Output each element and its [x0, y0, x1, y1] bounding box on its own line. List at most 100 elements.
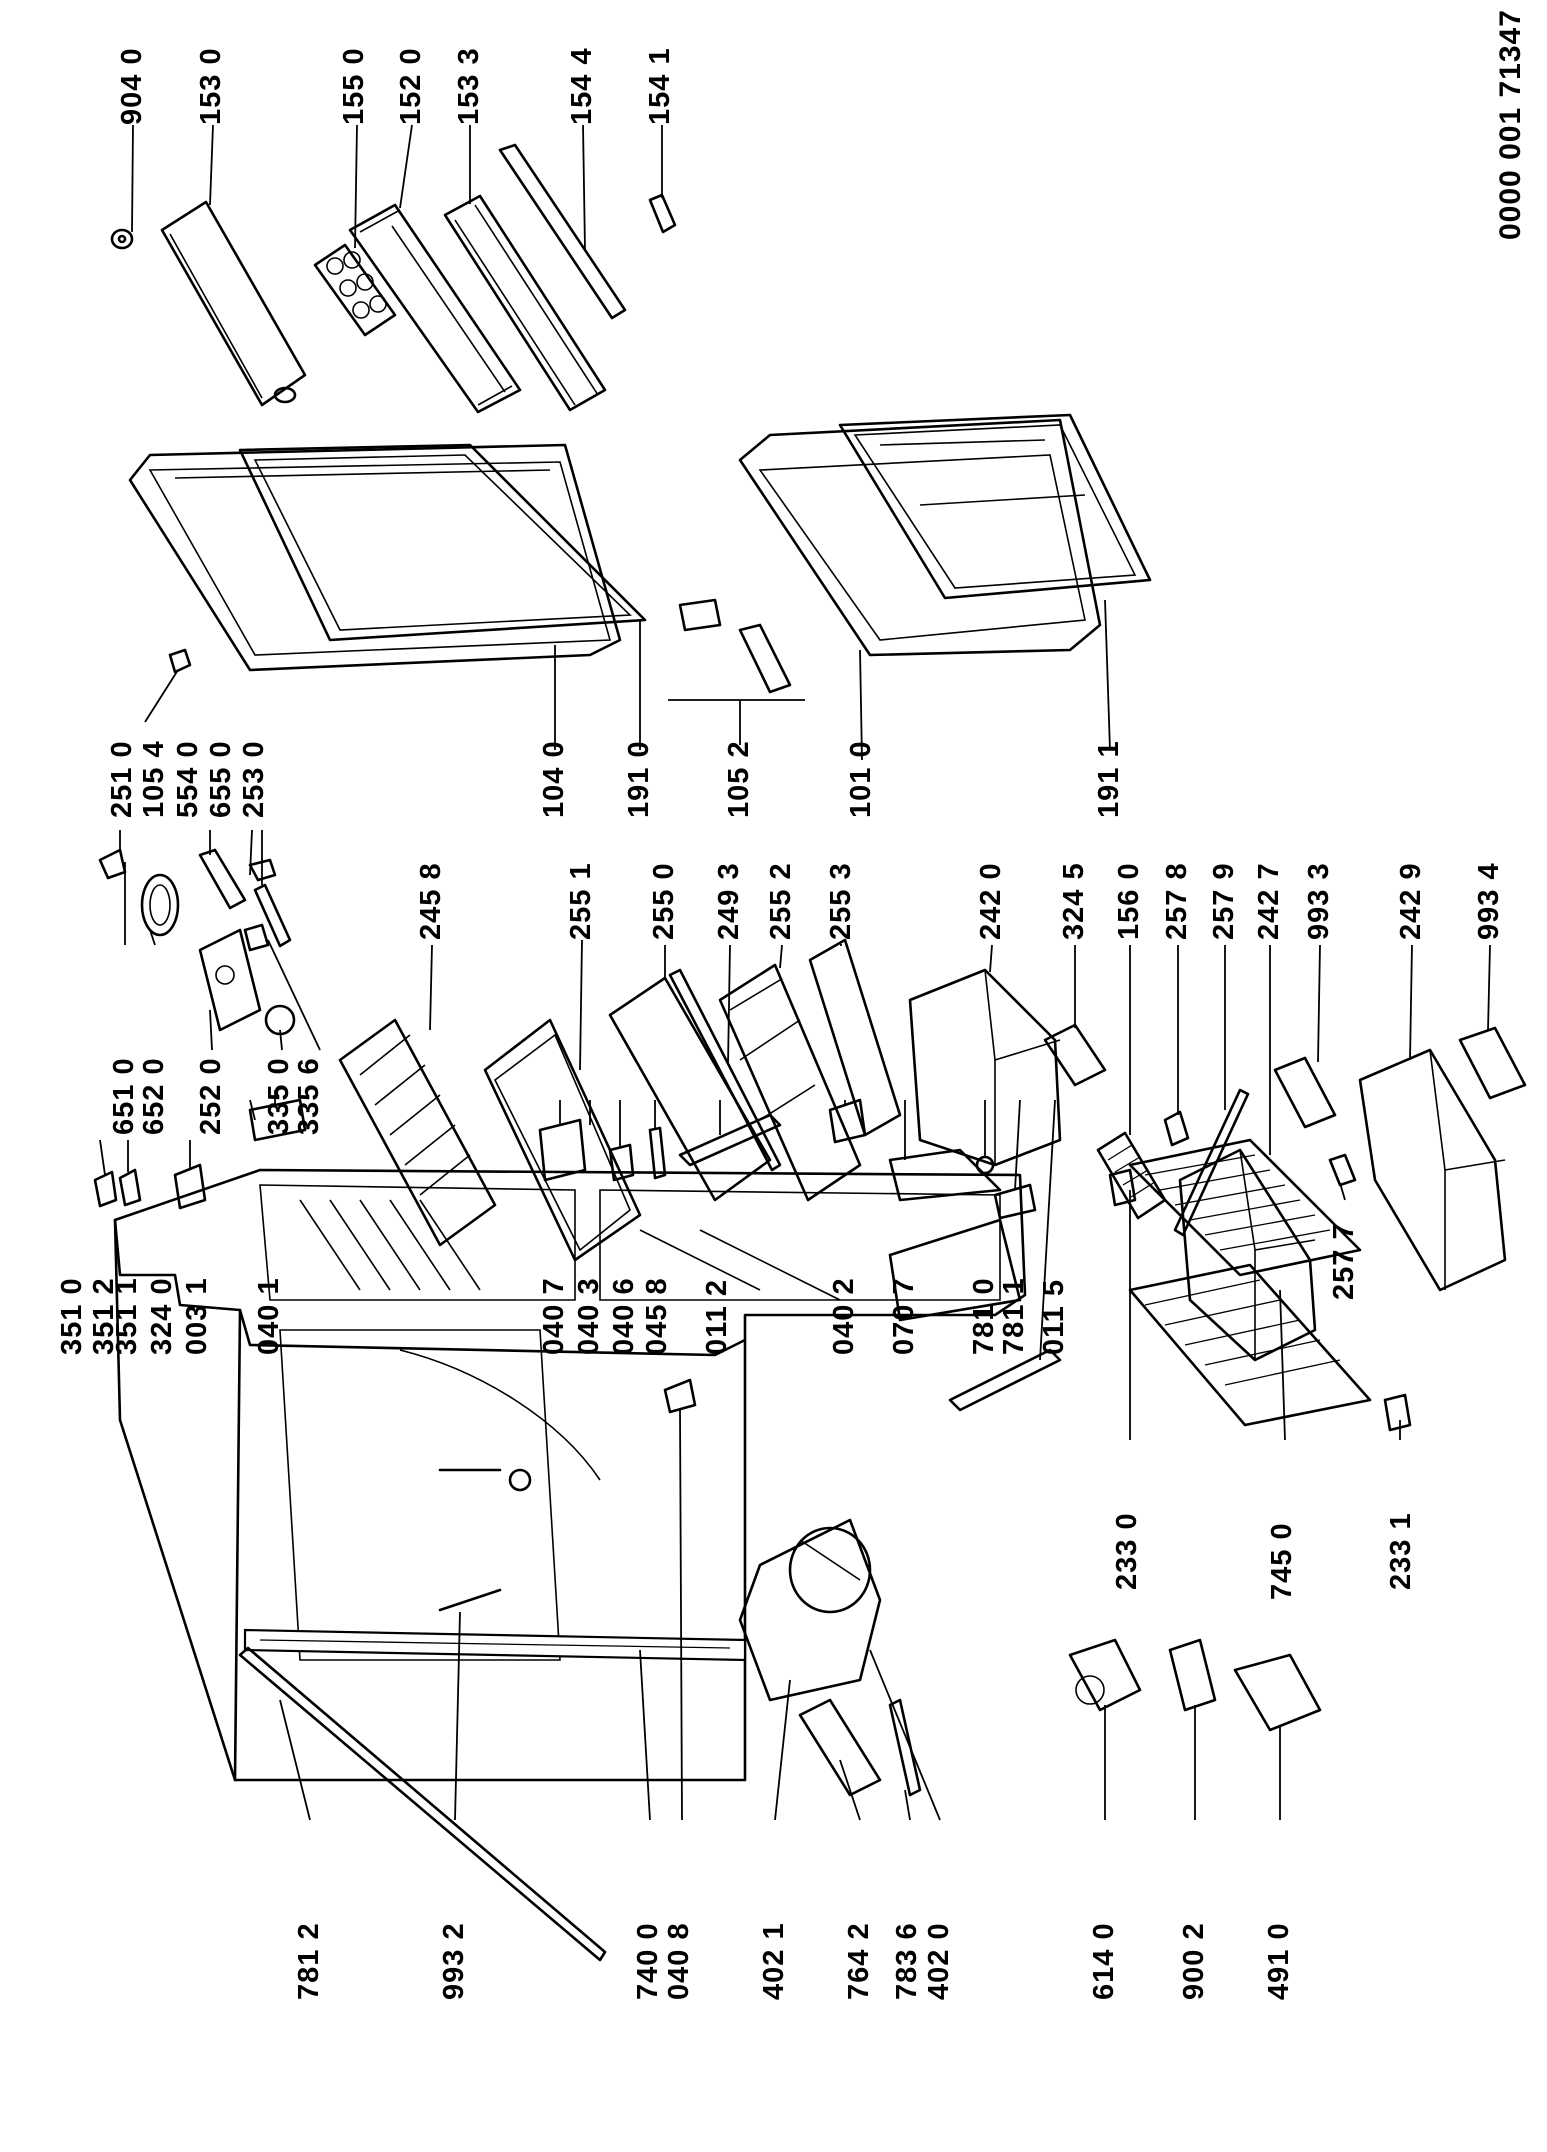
part-191-upper-gasket — [238, 443, 647, 750]
label-155-0: 155 0 — [338, 47, 370, 125]
label-255-1: 255 1 — [565, 862, 597, 940]
part-155-egg-tray — [313, 124, 397, 337]
part-191-1-lower-gasket — [838, 413, 1152, 751]
part-242-7-drawer — [1178, 945, 1317, 1362]
label-040-6: 040 6 — [608, 1277, 640, 1355]
label-655-0: 655 0 — [205, 740, 237, 818]
label-402-1: 402 1 — [758, 1922, 790, 2000]
part-154-4-rod — [498, 124, 627, 320]
part-904-cap — [110, 124, 134, 250]
part-255-3-glass-cover — [808, 938, 902, 1137]
label-154-4: 154 4 — [566, 47, 598, 125]
label-255-0: 255 0 — [648, 862, 680, 940]
part-compressor — [738, 1518, 941, 1821]
label-993-2: 993 2 — [438, 1922, 470, 2000]
label-105-2: 105 2 — [723, 740, 755, 818]
label-257-7: 257 7 — [1328, 1222, 1360, 1300]
part-cabinet — [113, 1168, 1027, 1782]
label-257-9: 257 9 — [1208, 862, 1240, 940]
label-993-3: 993 3 — [1303, 862, 1335, 940]
label-351-0: 351 0 — [56, 1277, 88, 1355]
label-153-3: 153 3 — [453, 47, 485, 125]
label-251-0: 251 0 — [106, 740, 138, 818]
label-233-0: 233 0 — [1111, 1512, 1143, 1590]
label-402-0: 402 0 — [923, 1922, 955, 2000]
label-242-7: 242 7 — [1253, 862, 1285, 940]
label-040-7: 040 7 — [538, 1277, 570, 1355]
part-255-1-glass-shelf — [483, 939, 642, 1262]
label-614-0: 614 0 — [1088, 1922, 1120, 2000]
label-904-0: 904 0 — [116, 47, 148, 125]
part-764-2-drier — [798, 1698, 882, 1821]
label-154-1: 154 1 — [644, 47, 676, 125]
label-740-0: 740 0 — [632, 1922, 664, 2000]
label-252-0: 252 0 — [195, 1057, 227, 1135]
label-242-9: 242 9 — [1395, 862, 1427, 940]
part-101-lower-door — [738, 418, 1102, 761]
part-257-8-clip — [1163, 945, 1190, 1147]
part-255-0-glass-plate — [608, 945, 772, 1202]
label-156-0: 156 0 — [1113, 862, 1145, 940]
label-105-4: 105 4 — [138, 740, 170, 818]
part-900-2-thermostat — [1168, 1638, 1217, 1820]
part-105-2-hinge-set — [668, 598, 805, 745]
part-153-dairy-cover — [160, 124, 307, 407]
label-764-2: 764 2 — [843, 1922, 875, 2000]
part-255-2-shelf — [718, 944, 862, 1202]
label-554-0: 554 0 — [172, 740, 204, 818]
part-242-9-drawer — [1358, 944, 1507, 1292]
label-191-1: 191 1 — [1093, 740, 1125, 818]
part-242-0-drawer — [908, 944, 1062, 1167]
part-783-6-tube — [888, 1698, 922, 1821]
part-324-5-cover — [1043, 945, 1107, 1087]
label-652-0: 652 0 — [138, 1057, 170, 1135]
label-781-2: 781 2 — [293, 1922, 325, 2000]
label-233-1: 233 1 — [1385, 1512, 1417, 1590]
label-781-0: 781 0 — [968, 1277, 1000, 1355]
label-245-8: 245 8 — [415, 862, 447, 940]
part-993-2-wire — [438, 1588, 502, 1821]
label-745-0: 745 0 — [1266, 1522, 1298, 1600]
label-045-8: 045 8 — [641, 1277, 673, 1355]
part-249-3-trim — [668, 944, 782, 1172]
document-number: 0000 001 71347 — [1494, 9, 1527, 240]
label-191-0: 191 0 — [623, 740, 655, 818]
label-993-4: 993 4 — [1473, 862, 1505, 940]
part-104-upper-door — [128, 443, 622, 750]
part-257-7-clip — [1328, 1153, 1357, 1201]
label-003-1: 003 1 — [181, 1277, 213, 1355]
part-152-door-shelf — [348, 124, 522, 414]
label-040-8: 040 8 — [663, 1922, 695, 2000]
part-781-2-strip — [238, 1646, 607, 1962]
label-104-0: 104 0 — [538, 740, 570, 818]
label-651-0: 651 0 — [108, 1057, 140, 1135]
label-249-3: 249 3 — [713, 862, 745, 940]
label-040-3: 040 3 — [573, 1277, 605, 1355]
part-153-3-door-shelf — [443, 125, 607, 412]
part-491-0-cover — [1233, 1653, 1322, 1820]
part-hinges-upper — [93, 1090, 1062, 1412]
label-257-8: 257 8 — [1161, 862, 1193, 940]
label-153-0: 153 0 — [195, 47, 227, 125]
part-154-1-clip — [648, 125, 677, 234]
label-152-0: 152 0 — [395, 47, 427, 125]
label-011-2: 011 2 — [701, 1279, 733, 1355]
label-040-1: 040 1 — [253, 1277, 285, 1355]
part-105-4-hinge-cap — [144, 648, 192, 723]
label-101-0: 101 0 — [845, 740, 877, 818]
label-781-1: 781 1 — [998, 1277, 1030, 1355]
label-070-7: 070 7 — [888, 1277, 920, 1355]
part-thermostat-group — [98, 829, 321, 1051]
label-242-0: 242 0 — [975, 862, 1007, 940]
label-253-0: 253 0 — [238, 740, 270, 818]
label-040-2: 040 2 — [828, 1277, 860, 1355]
part-745-0-baskets — [1108, 1138, 1412, 1441]
label-324-0: 324 0 — [146, 1277, 178, 1355]
part-740-0-gasket — [639, 1649, 651, 1821]
label-255-2: 255 2 — [765, 862, 797, 940]
label-351-1: 351 1 — [111, 1277, 143, 1355]
label-335-0: 335 0 — [263, 1057, 295, 1135]
part-245-8-wire-shelf — [338, 944, 497, 1247]
part-257-9-rail — [1173, 945, 1250, 1237]
